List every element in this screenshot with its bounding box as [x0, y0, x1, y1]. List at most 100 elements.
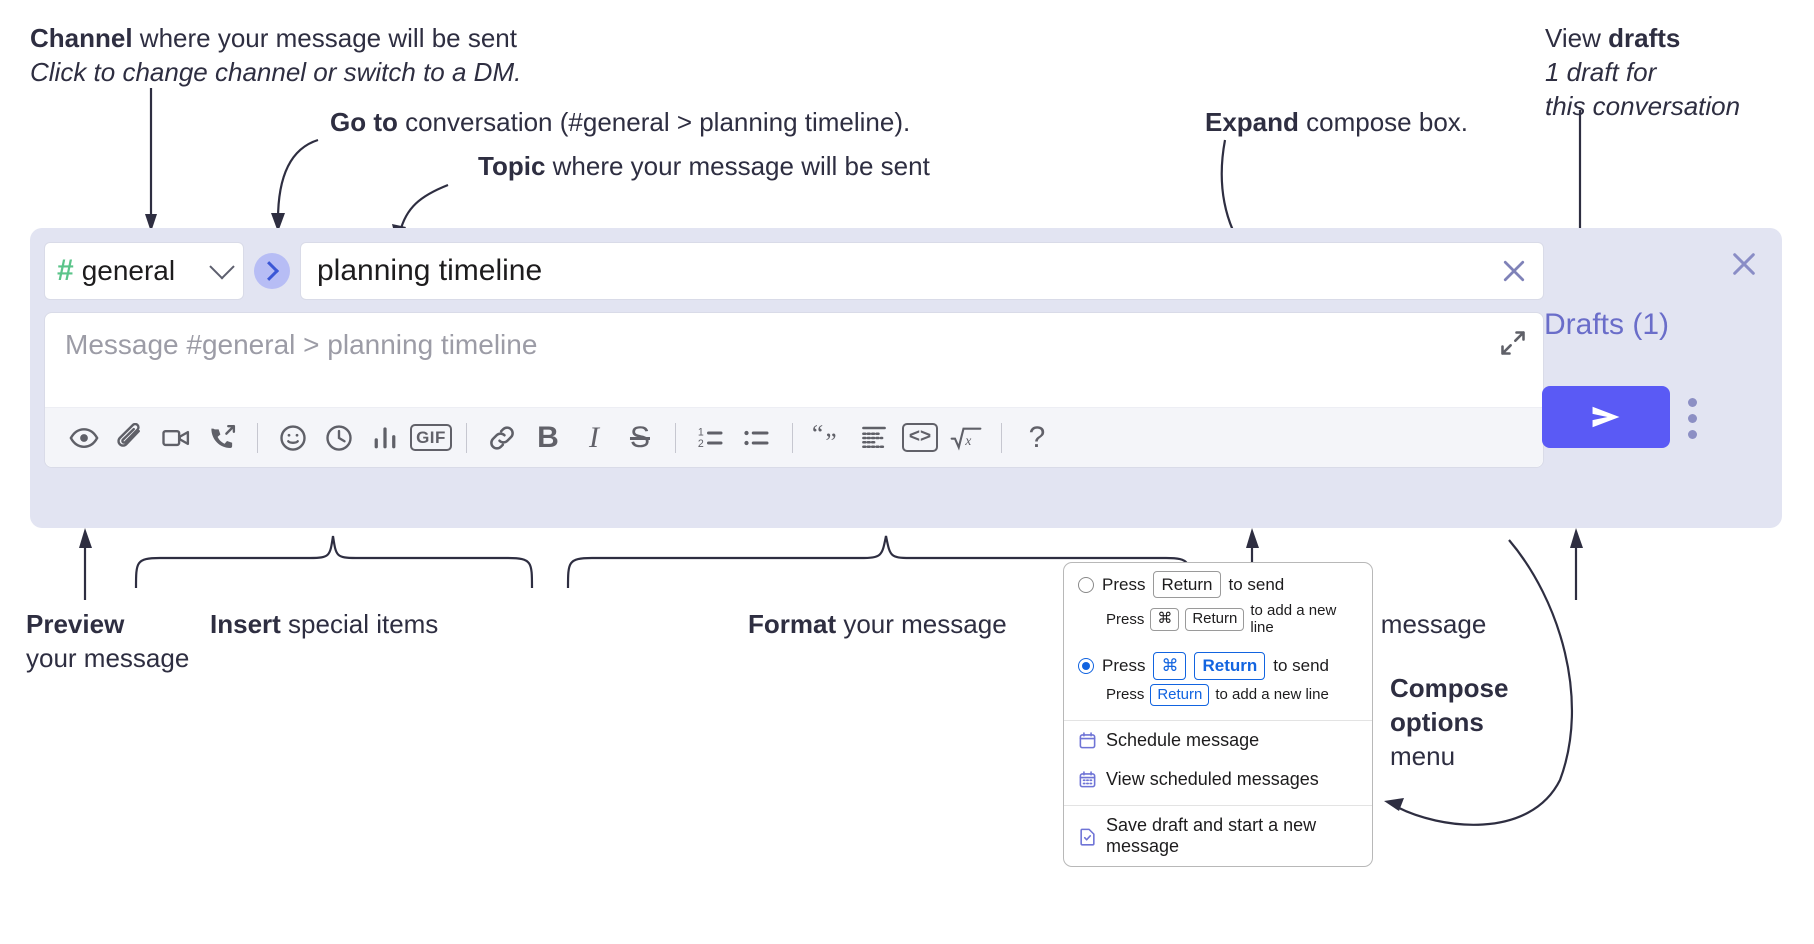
- goto-conversation-button[interactable]: [254, 253, 290, 289]
- key-cmd: ⌘: [1153, 652, 1187, 680]
- formatting-help-icon[interactable]: ?: [1014, 415, 1060, 461]
- preview-icon[interactable]: [61, 415, 107, 461]
- close-icon[interactable]: [1728, 248, 1760, 280]
- toolbar-divider: [466, 422, 467, 453]
- send-button[interactable]: [1542, 386, 1670, 448]
- more-options-icon[interactable]: [1688, 398, 1697, 439]
- annotation-format-rest: your message: [836, 609, 1007, 639]
- annotation-expand: Expand compose box.: [1205, 106, 1468, 140]
- compose-panel: # general planning timeline Message #gen…: [30, 228, 1782, 528]
- code-icon[interactable]: <>: [897, 415, 943, 461]
- hash-icon: #: [57, 254, 74, 287]
- annotation-insert-bold: Insert: [210, 609, 281, 639]
- annotation-channel-rest: where your message will be sent: [132, 23, 517, 53]
- annotation-drafts-bold: drafts: [1608, 23, 1681, 53]
- italic-glyph: I: [589, 420, 599, 454]
- svg-text:2: 2: [698, 437, 704, 449]
- code-glyph: <>: [901, 423, 939, 452]
- radio-return-to-send[interactable]: [1078, 576, 1094, 593]
- send-option-row[interactable]: Press Return to send: [1064, 563, 1372, 600]
- menu-item-label: Save draft and start a new message: [1106, 815, 1317, 857]
- message-box: Message #general > planning timeline: [44, 312, 1544, 468]
- compose-header-row: # general planning timeline: [44, 242, 1544, 300]
- annotation-expand-rest: compose box.: [1298, 107, 1469, 137]
- send-paper-plane-icon: [1592, 406, 1620, 428]
- radio-cmd-return-to-send[interactable]: [1078, 657, 1094, 674]
- annotation-preview: Preview your message: [26, 608, 189, 676]
- annotation-compose-options: Compose options menu: [1390, 672, 1508, 773]
- opt-prefix: Press: [1102, 655, 1146, 675]
- annotation-compose-bold1: Compose: [1390, 673, 1509, 703]
- poll-icon[interactable]: [362, 415, 408, 461]
- strikethrough-icon[interactable]: S: [617, 415, 663, 461]
- emoji-icon[interactable]: [270, 415, 316, 461]
- help-glyph: ?: [1028, 420, 1046, 454]
- menu-item-save-draft[interactable]: Save draft and start a new message: [1064, 806, 1372, 866]
- menu-item-label: View scheduled messages: [1106, 769, 1319, 790]
- kebab-dot: [1688, 414, 1697, 423]
- menu-item-label: Schedule message: [1106, 730, 1260, 751]
- key-return: Return: [1194, 652, 1266, 680]
- video-icon[interactable]: [153, 415, 199, 461]
- bulleted-list-icon[interactable]: [734, 415, 780, 461]
- annotation-goto-bold: Go to: [330, 107, 398, 137]
- topic-value: planning timeline: [317, 254, 543, 287]
- message-input[interactable]: Message #general > planning timeline: [65, 329, 538, 360]
- channel-picker[interactable]: # general: [44, 242, 244, 300]
- expand-diagonal-icon[interactable]: [1499, 329, 1527, 357]
- menu-divider: [1064, 805, 1372, 807]
- math-icon[interactable]: x: [943, 415, 989, 461]
- close-icon[interactable]: [1499, 256, 1529, 286]
- menu-item-schedule-message[interactable]: Schedule message: [1064, 721, 1372, 760]
- annotation-drafts: View drafts 1 draft for this conversatio…: [1545, 22, 1740, 123]
- drafts-column: Drafts (1): [1532, 228, 1782, 528]
- opt-sub-prefix: Press: [1106, 610, 1145, 628]
- annotation-drafts-italic2: 1 draft for: [1545, 56, 1657, 87]
- annotation-drafts-normal: View: [1545, 23, 1609, 53]
- annotation-insert-rest: special items: [280, 609, 439, 639]
- bold-icon[interactable]: B: [525, 415, 571, 461]
- toolbar-divider: [675, 422, 676, 453]
- annotation-goto-rest: conversation (#general > planning timeli…: [397, 107, 911, 137]
- compose-main-column: # general planning timeline Message #gen…: [44, 242, 1544, 468]
- chevron-down-icon: [209, 254, 235, 280]
- annotation-goto: Go to conversation (#general > planning …: [330, 106, 910, 140]
- strike-glyph: S: [629, 420, 650, 454]
- schedule-clock-icon[interactable]: [316, 415, 362, 461]
- kebab-dot: [1688, 430, 1697, 439]
- save-draft-icon: [1078, 827, 1097, 846]
- link-icon[interactable]: [479, 415, 525, 461]
- annotation-channel-italic: Click to change channel or switch to a D…: [30, 56, 522, 87]
- annotation-preview-bold: Preview: [26, 609, 125, 639]
- send-option-row-selected[interactable]: Press ⌘ Return to send: [1064, 644, 1372, 681]
- topic-input[interactable]: planning timeline: [300, 242, 1544, 300]
- opt-suffix: to send: [1273, 655, 1330, 675]
- opt-sub-suffix: to add a new line: [1215, 686, 1329, 704]
- annotation-preview-rest: your message: [26, 642, 190, 673]
- blockquote-icon[interactable]: “”: [805, 415, 851, 461]
- drafts-link[interactable]: Drafts (1): [1544, 308, 1670, 341]
- annotation-format: Format your message: [748, 608, 1007, 642]
- toolbar-divider: [257, 422, 258, 453]
- compose-options-menu: Press Return to send Press ⌘ Return to a…: [1063, 562, 1373, 868]
- key-cmd: ⌘: [1150, 607, 1180, 631]
- menu-item-view-scheduled-messages[interactable]: View scheduled messages: [1064, 760, 1372, 799]
- code-block-icon[interactable]: [851, 415, 897, 461]
- send-option-sub: Press ⌘ Return to add a new line: [1064, 600, 1372, 644]
- toolbar-divider: [792, 422, 793, 453]
- svg-text:“: “: [812, 422, 823, 448]
- annotation-channel: Channel where your message will be sent …: [30, 22, 521, 90]
- svg-text:”: ”: [825, 428, 836, 454]
- huddle-icon[interactable]: [199, 415, 245, 461]
- key-return: Return: [1150, 683, 1210, 707]
- kebab-dot: [1688, 398, 1697, 407]
- gif-icon[interactable]: GIF: [408, 415, 454, 461]
- opt-prefix: Press: [1102, 574, 1146, 594]
- opt-sub-suffix: to add a new line: [1250, 602, 1337, 637]
- annotation-compose-rest: menu: [1390, 740, 1456, 771]
- attachment-icon[interactable]: [107, 415, 153, 461]
- annotation-insert: Insert special items: [210, 608, 438, 642]
- italic-icon[interactable]: I: [571, 415, 617, 461]
